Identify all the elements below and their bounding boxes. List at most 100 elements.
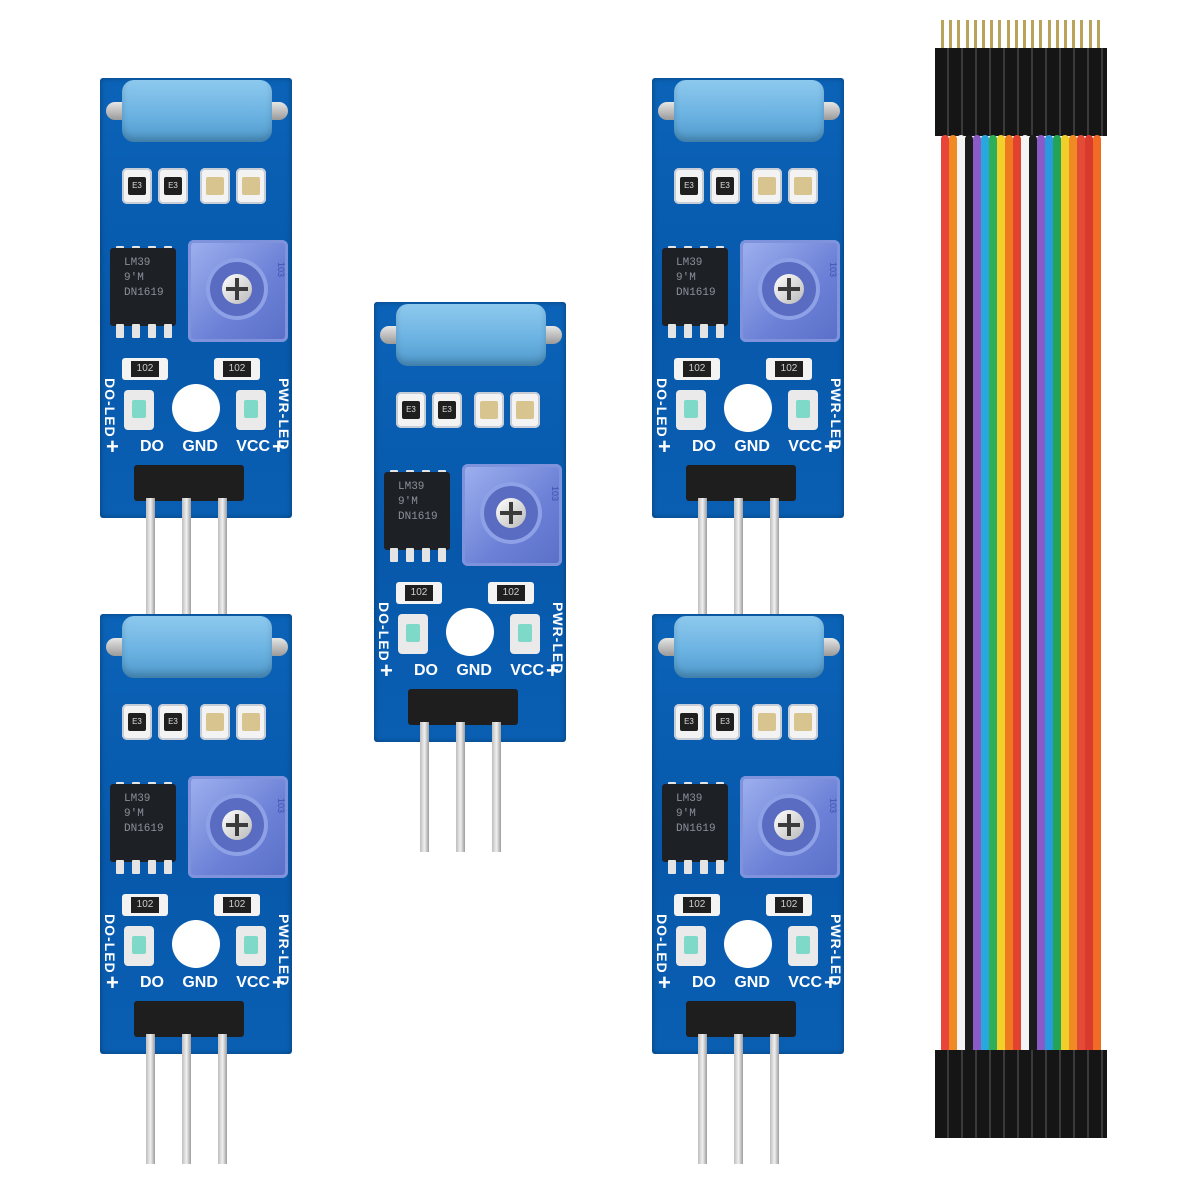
potentiometer[interactable]: 103	[188, 240, 288, 342]
pin-header	[686, 465, 796, 501]
chip-pin	[438, 548, 446, 562]
smd-capacitor	[236, 168, 266, 204]
pot-dial[interactable]	[210, 262, 264, 316]
pwr-led	[788, 390, 818, 430]
do-led	[124, 926, 154, 966]
pin-label-vcc: VCC	[510, 662, 544, 679]
pin-tip	[1006, 20, 1010, 48]
chip-pin	[716, 324, 724, 338]
comparator-chip: LM39 9'M DN1619	[384, 472, 450, 550]
potentiometer[interactable]: 103	[740, 240, 840, 342]
chip-text: LM39	[124, 793, 151, 805]
chip-pin	[116, 860, 124, 874]
wire	[941, 135, 949, 1060]
screw-icon	[496, 498, 526, 528]
header-pin	[770, 1034, 779, 1164]
header-pin	[218, 498, 227, 628]
chip-pin	[684, 324, 692, 338]
pin-tip	[982, 20, 985, 48]
pin-tip	[941, 20, 944, 48]
do-led	[124, 390, 154, 430]
pin-label-vcc: VCC	[788, 974, 822, 991]
smd-capacitor	[474, 392, 504, 428]
wire	[1021, 135, 1029, 1060]
pin-label-do: DO	[692, 974, 716, 991]
pcb-board: E3 E3 LM39 9'M DN1619 103 102 102 DO-LED…	[652, 614, 844, 1054]
pwr-led-label: PWR-LED	[276, 914, 292, 987]
smd-capacitor: E3	[158, 168, 188, 204]
pot-dial[interactable]	[484, 486, 538, 540]
resistor: 102	[122, 358, 168, 380]
pin-labels: DO GND VCC	[414, 662, 544, 680]
pin-tip	[998, 20, 1002, 48]
smd-capacitor	[200, 704, 230, 740]
wire	[1093, 135, 1101, 1060]
comparator-chip: LM39 9'M DN1619	[662, 784, 728, 862]
mounting-hole	[724, 920, 772, 968]
chip-text: LM39	[398, 481, 425, 493]
chip-text: DN1619	[398, 511, 438, 523]
pot-dial[interactable]	[762, 262, 816, 316]
pin-tip	[1096, 20, 1100, 48]
smd-capacitor: E3	[674, 704, 704, 740]
pin-tip	[1064, 20, 1067, 48]
header-pin	[182, 498, 191, 628]
pcb-board: E3 E3 LM39 9'M DN1619 103 102 102 DO-LED…	[100, 614, 292, 1054]
pot-dial[interactable]	[210, 798, 264, 852]
chip-pin	[406, 548, 414, 562]
screw-icon	[774, 274, 804, 304]
sensor-module-1: E3 E3 LM39 9'M DN1619 103 102 102 DO-LED…	[98, 78, 298, 668]
do-led	[398, 614, 428, 654]
chip-text: 9'M	[398, 496, 418, 508]
pcb-board: E3 E3 LM39 9'M DN1619 103 102 102 DO-LED…	[100, 78, 292, 518]
pin-label-do: DO	[140, 438, 164, 455]
resistor: 102	[396, 582, 442, 604]
screw-icon	[222, 810, 252, 840]
pin-label-gnd: GND	[182, 974, 218, 991]
wire	[973, 135, 981, 1060]
pwr-led-label: PWR-LED	[828, 914, 844, 987]
tilt-switch	[122, 616, 272, 678]
header-pin	[770, 498, 779, 628]
chip-text: LM39	[676, 793, 703, 805]
header-pin	[698, 498, 707, 628]
pot-label: 103	[550, 486, 560, 502]
wire	[1013, 135, 1021, 1060]
pin-tip	[965, 20, 969, 48]
resistor: 102	[122, 894, 168, 916]
potentiometer[interactable]: 103	[462, 464, 562, 566]
tilt-switch	[674, 80, 824, 142]
plus-sign: +	[546, 658, 559, 683]
smd-capacitor: E3	[396, 392, 426, 428]
wire	[981, 135, 989, 1060]
pin-labels: DO GND VCC	[692, 974, 822, 992]
potentiometer[interactable]: 103	[188, 776, 288, 878]
chip-pin	[700, 860, 708, 874]
plus-sign: +	[106, 970, 119, 995]
header-pin	[420, 722, 429, 852]
chip-pin	[164, 324, 172, 338]
chip-pin	[132, 324, 140, 338]
plus-sign: +	[658, 970, 671, 995]
potentiometer[interactable]: 103	[740, 776, 840, 878]
wire	[997, 135, 1005, 1060]
do-led	[676, 390, 706, 430]
smd-capacitor: E3	[674, 168, 704, 204]
plus-sign: +	[272, 970, 285, 995]
mounting-hole	[172, 920, 220, 968]
pin-tip	[1047, 20, 1051, 48]
wire	[965, 135, 973, 1060]
pot-dial[interactable]	[762, 798, 816, 852]
header-pin	[456, 722, 465, 852]
resistor: 102	[674, 894, 720, 916]
plus-sign: +	[824, 434, 837, 459]
resistor: 102	[674, 358, 720, 380]
top-connector	[935, 48, 1107, 136]
smd-capacitor: E3	[122, 704, 152, 740]
pin-tip	[949, 20, 953, 48]
chip-text: 9'M	[676, 272, 696, 284]
pin-label-gnd: GND	[734, 438, 770, 455]
pin-header	[686, 1001, 796, 1037]
pin-header	[408, 689, 518, 725]
pin-tip	[1055, 20, 1059, 48]
